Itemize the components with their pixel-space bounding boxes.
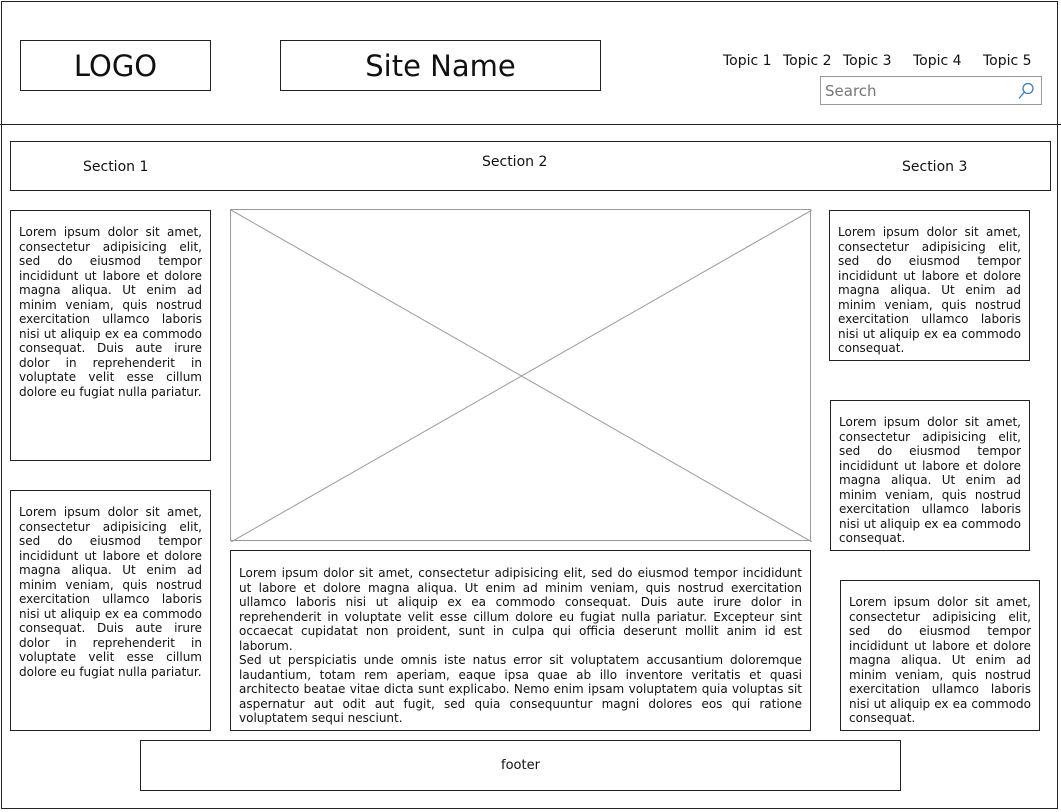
- left-text-1: Lorem ipsum dolor sit amet, consectetur …: [19, 225, 202, 399]
- header-divider: [0, 124, 1061, 125]
- logo-text: LOGO: [73, 48, 158, 83]
- footer-label: footer: [501, 758, 540, 773]
- search-box: [820, 76, 1042, 105]
- section-link-1[interactable]: Section 1: [83, 159, 149, 175]
- section-link-2[interactable]: Section 2: [482, 154, 548, 170]
- topic-link-2[interactable]: Topic 2: [783, 53, 832, 69]
- left-text-box-2: Lorem ipsum dolor sit amet, consectetur …: [10, 490, 211, 731]
- logo[interactable]: LOGO: [20, 40, 211, 91]
- placeholder-diagonal: [231, 210, 812, 542]
- topic-link-5[interactable]: Topic 5: [983, 53, 1032, 69]
- site-name-text: Site Name: [365, 48, 516, 83]
- topic-link-3[interactable]: Topic 3: [843, 53, 892, 69]
- topic-link-4[interactable]: Topic 4: [913, 53, 962, 69]
- topic-nav: Topic 1 Topic 2 Topic 3 Topic 4 Topic 5: [712, 53, 1042, 71]
- left-text-box-1: Lorem ipsum dolor sit amet, consectetur …: [10, 210, 211, 461]
- footer: footer: [140, 740, 901, 791]
- right-text-box-3: Lorem ipsum dolor sit amet, consectetur …: [840, 580, 1040, 731]
- topic-link-1[interactable]: Topic 1: [723, 53, 772, 69]
- right-text-box-2: Lorem ipsum dolor sit amet, consectetur …: [830, 400, 1030, 551]
- right-text-1: Lorem ipsum dolor sit amet, consectetur …: [838, 225, 1021, 355]
- right-text-3: Lorem ipsum dolor sit amet, consectetur …: [849, 595, 1031, 725]
- search-input[interactable]: [825, 80, 1011, 101]
- search-icon[interactable]: [1016, 81, 1036, 101]
- right-text-2: Lorem ipsum dolor sit amet, consectetur …: [839, 415, 1021, 545]
- site-name: Site Name: [280, 40, 601, 91]
- main-text-box: Lorem ipsum dolor sit amet, consectetur …: [230, 550, 811, 731]
- section-nav: Section 1 Section 2 Section 3: [10, 141, 1051, 191]
- section-link-3[interactable]: Section 3: [902, 159, 968, 175]
- main-paragraph-2: Sed ut perspiciatis unde omnis iste natu…: [239, 653, 802, 725]
- left-text-2: Lorem ipsum dolor sit amet, consectetur …: [19, 505, 202, 679]
- image-placeholder: [230, 209, 812, 542]
- right-text-box-1: Lorem ipsum dolor sit amet, consectetur …: [829, 210, 1030, 361]
- main-paragraph-1: Lorem ipsum dolor sit amet, consectetur …: [239, 566, 802, 653]
